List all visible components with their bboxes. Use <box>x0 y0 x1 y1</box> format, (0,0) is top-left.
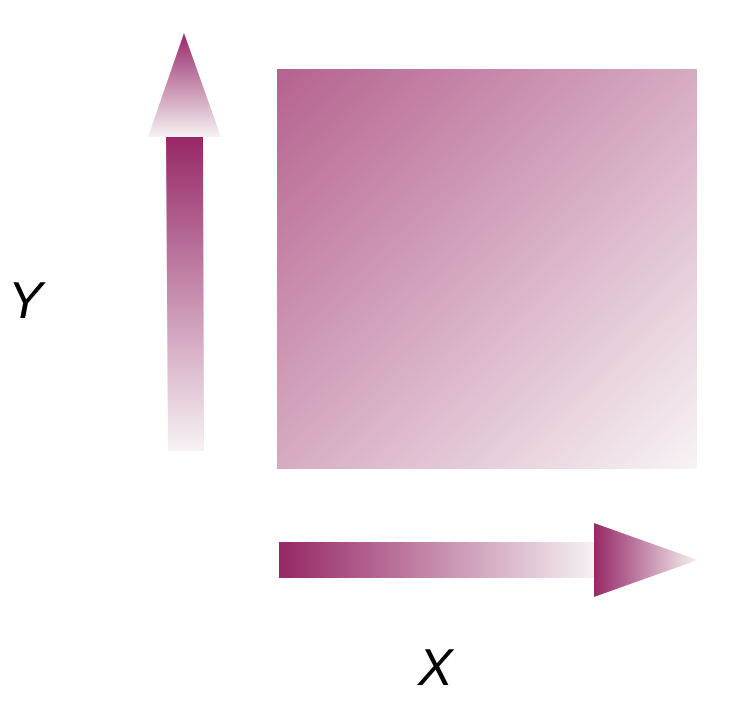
arrow-right-shaft <box>279 542 597 578</box>
arrow-up-icon <box>148 33 221 451</box>
y-axis-label: Y <box>8 272 46 330</box>
gradient-square <box>277 69 697 469</box>
arrow-right-head <box>594 523 698 597</box>
arrow-right-icon <box>279 523 698 597</box>
arrow-up-shaft <box>166 136 204 451</box>
arrow-up-head <box>148 33 221 137</box>
x-axis-label: X <box>417 639 455 697</box>
